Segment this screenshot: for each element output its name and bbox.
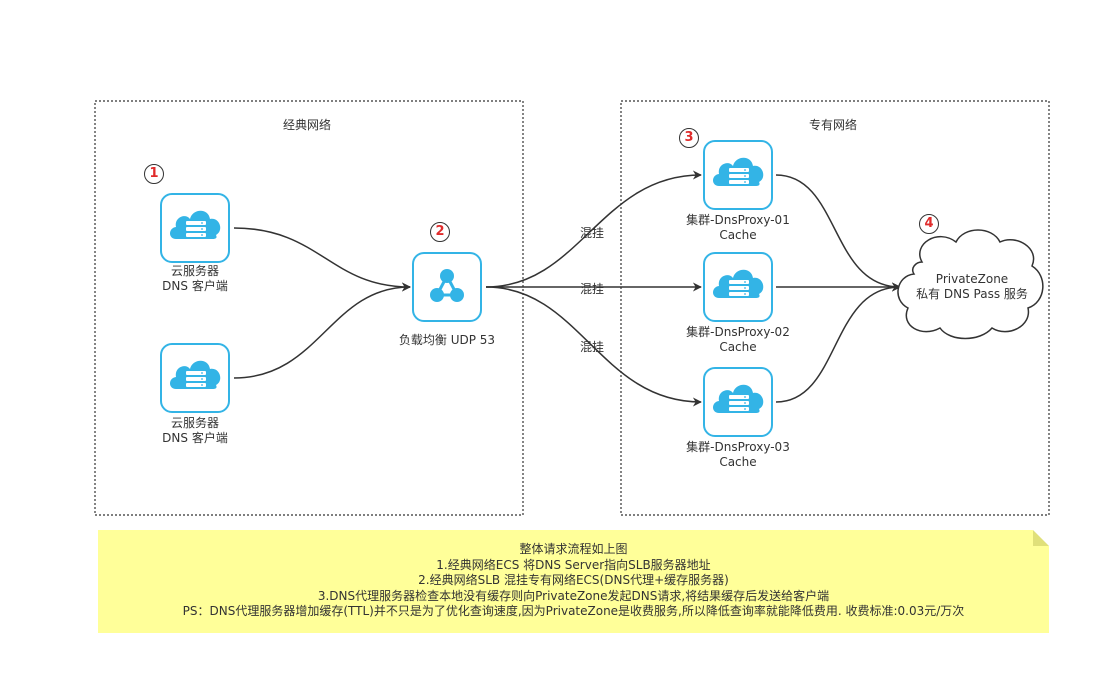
step-badge-3: 3 <box>679 128 699 148</box>
edge-server2-to-slb <box>233 282 411 379</box>
privatezone-role: 私有 DNS Pass 服务 <box>916 287 1028 301</box>
cloud-server-icon <box>170 210 221 239</box>
process-note: 整体请求流程如上图 1.经典网络ECS 将DNS Server指向SLB服务器地… <box>98 530 1049 633</box>
edge-server1-to-slb <box>233 227 411 292</box>
edge-label-hybrid-1: 混挂 <box>580 226 605 240</box>
note-fold-corner <box>1033 530 1049 546</box>
step-badge-1: 1 <box>144 164 164 184</box>
privatezone-name: PrivateZone <box>935 272 1009 286</box>
dns-proxy-3-name: 集群-DnsProxy-03 <box>686 440 790 454</box>
cloud-server-node-1[interactable] <box>160 193 230 263</box>
cloud-server-icon <box>170 360 221 389</box>
cloud-server-icon <box>713 157 764 186</box>
note-step-1: 1.经典网络ECS 将DNS Server指向SLB服务器地址 <box>436 557 711 572</box>
dns-proxy-1-role: Cache <box>719 228 757 242</box>
load-balancer-icon <box>430 269 464 302</box>
privatezone-cloud-icon[interactable] <box>897 229 1044 340</box>
server-2-role: DNS 客户端 <box>162 431 228 445</box>
server-1-role: DNS 客户端 <box>162 279 228 293</box>
edge-slb-to-proxy1 <box>485 170 702 288</box>
cloud-server-icon <box>713 269 764 298</box>
note-step-3: 3.DNS代理服务器检查本地没有缓存则向PrivateZone发起DNS请求,将… <box>317 588 830 603</box>
dns-proxy-2-label: 集群-DnsProxy-02 Cache <box>668 325 808 355</box>
server-1-label: 云服务器 DNS 客户端 <box>135 264 255 294</box>
note-title: 整体请求流程如上图 <box>519 542 628 556</box>
note-ps: PS：DNS代理服务器增加缓存(TTL)并不只是为了优化查询速度,因为Priva… <box>182 604 965 618</box>
note-step-2: 2.经典网络SLB 混挂专有网络ECS(DNS代理+缓存服务器) <box>418 573 729 587</box>
dns-proxy-3-role: Cache <box>719 455 757 469</box>
privatezone-label: PrivateZone 私有 DNS Pass 服务 <box>896 272 1048 302</box>
step-badge-2: 2 <box>430 222 450 242</box>
cloud-server-icon <box>713 384 764 413</box>
dns-proxy-1-label: 集群-DnsProxy-01 Cache <box>668 213 808 243</box>
step-badge-4: 4 <box>919 214 939 234</box>
dns-proxy-node-2[interactable] <box>703 252 773 322</box>
edge-label-hybrid-3: 混挂 <box>580 340 605 354</box>
load-balancer-label: 负载均衡 UDP 53 <box>398 333 496 347</box>
server-2-label: 云服务器 DNS 客户端 <box>135 416 255 446</box>
edge-proxy1-to-privatezone <box>775 174 901 292</box>
vpc-network-region <box>620 100 1050 516</box>
edge-label-hybrid-2: 混挂 <box>580 282 605 296</box>
dns-proxy-1-name: 集群-DnsProxy-01 <box>686 213 790 227</box>
cloud-server-node-2[interactable] <box>160 343 230 413</box>
dns-proxy-3-label: 集群-DnsProxy-03 Cache <box>668 440 808 470</box>
dns-proxy-2-name: 集群-DnsProxy-02 <box>686 325 790 339</box>
server-1-name: 云服务器 <box>170 264 219 278</box>
dns-proxy-node-1[interactable] <box>703 140 773 210</box>
classic-network-label: 经典网络 <box>283 118 332 132</box>
edge-proxy3-to-privatezone <box>775 282 901 403</box>
server-2-name: 云服务器 <box>170 416 219 430</box>
edge-slb-to-proxy3 <box>485 286 702 407</box>
vpc-network-label: 专有网络 <box>809 118 858 132</box>
classic-network-region <box>94 100 524 516</box>
load-balancer-node[interactable] <box>412 252 482 322</box>
dns-proxy-2-role: Cache <box>719 340 757 354</box>
dns-proxy-node-3[interactable] <box>703 367 773 437</box>
